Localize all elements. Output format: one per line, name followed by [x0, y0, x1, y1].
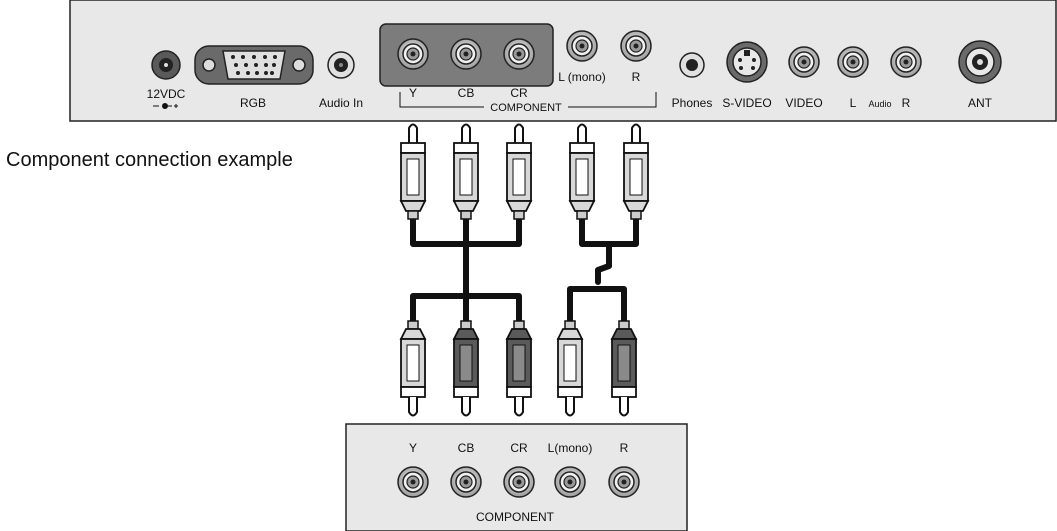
label-s-video: S-VIDEO: [722, 96, 771, 110]
dc-power-jack: [151, 50, 181, 109]
plug-bottom-l: [556, 320, 584, 417]
panel-rca-jacks: [397, 30, 652, 70]
plug-top-cb: [452, 123, 480, 220]
dc-polarity-icon: [153, 103, 178, 109]
device-jack-r: [608, 466, 640, 498]
plug-top-l: [568, 123, 596, 220]
panel-av-jacks: [788, 46, 922, 78]
plug-top-cr: [505, 123, 533, 220]
panel-jack-r: [620, 30, 652, 62]
label-r: R: [632, 70, 641, 84]
panel-jack-audio-l: [837, 46, 869, 78]
label-audio-r: R: [902, 96, 911, 110]
rgb-port: [194, 45, 314, 85]
label-audio-in: Audio In: [319, 96, 363, 110]
label-cb: CB: [458, 86, 475, 100]
plug-top-r: [622, 123, 650, 220]
label-rgb: RGB: [240, 96, 266, 110]
device-jack-cb: [450, 466, 482, 498]
label-12vdc: 12VDC: [147, 87, 186, 101]
panel-jack-y: [397, 38, 429, 70]
label-video: VIDEO: [785, 96, 822, 110]
label-component-group: COMPONENT: [490, 102, 562, 114]
device-label-y: Y: [409, 441, 417, 455]
cable-plugs-bottom: [399, 320, 638, 417]
component-bracket: [399, 92, 657, 108]
device-label-component: COMPONENT: [476, 510, 555, 524]
device-label-cb: CB: [458, 441, 475, 455]
panel-jack-cb: [450, 38, 482, 70]
plug-bottom-cb: [452, 320, 480, 417]
audio-in-jack: [327, 51, 355, 79]
device-label-l-mono: L(mono): [548, 441, 593, 455]
panel-jack-video: [788, 46, 820, 78]
plug-bottom-r: [610, 320, 638, 417]
antenna-port: [958, 40, 1002, 84]
device-jack-cr: [503, 466, 535, 498]
panel-jack-cr: [503, 38, 535, 70]
plug-bottom-y: [399, 320, 427, 417]
device-jack-y: [397, 466, 429, 498]
panel-jack-audio-r: [890, 46, 922, 78]
device-jack-l-mono: [554, 466, 586, 498]
device-rca-jacks: [397, 466, 640, 498]
label-audio-word: Audio: [868, 99, 891, 109]
label-phones: Phones: [672, 96, 713, 110]
plug-bottom-cr: [505, 320, 533, 417]
label-ant: ANT: [968, 96, 993, 110]
phones-jack: [679, 52, 705, 78]
label-audio-l: L: [850, 96, 857, 110]
label-cr: CR: [510, 86, 528, 100]
plug-top-y: [399, 123, 427, 220]
cable-plugs-top: [399, 123, 650, 220]
s-video-port: [726, 41, 768, 83]
panel-jack-l-mono: [566, 30, 598, 62]
diagram-caption: Component connection example: [6, 149, 293, 171]
audio-cable: [567, 216, 639, 324]
label-y: Y: [409, 86, 417, 100]
device-label-cr: CR: [510, 441, 528, 455]
device-label-r: R: [620, 441, 629, 455]
label-l-mono: L (mono): [558, 70, 606, 84]
component-cable: [410, 216, 522, 324]
